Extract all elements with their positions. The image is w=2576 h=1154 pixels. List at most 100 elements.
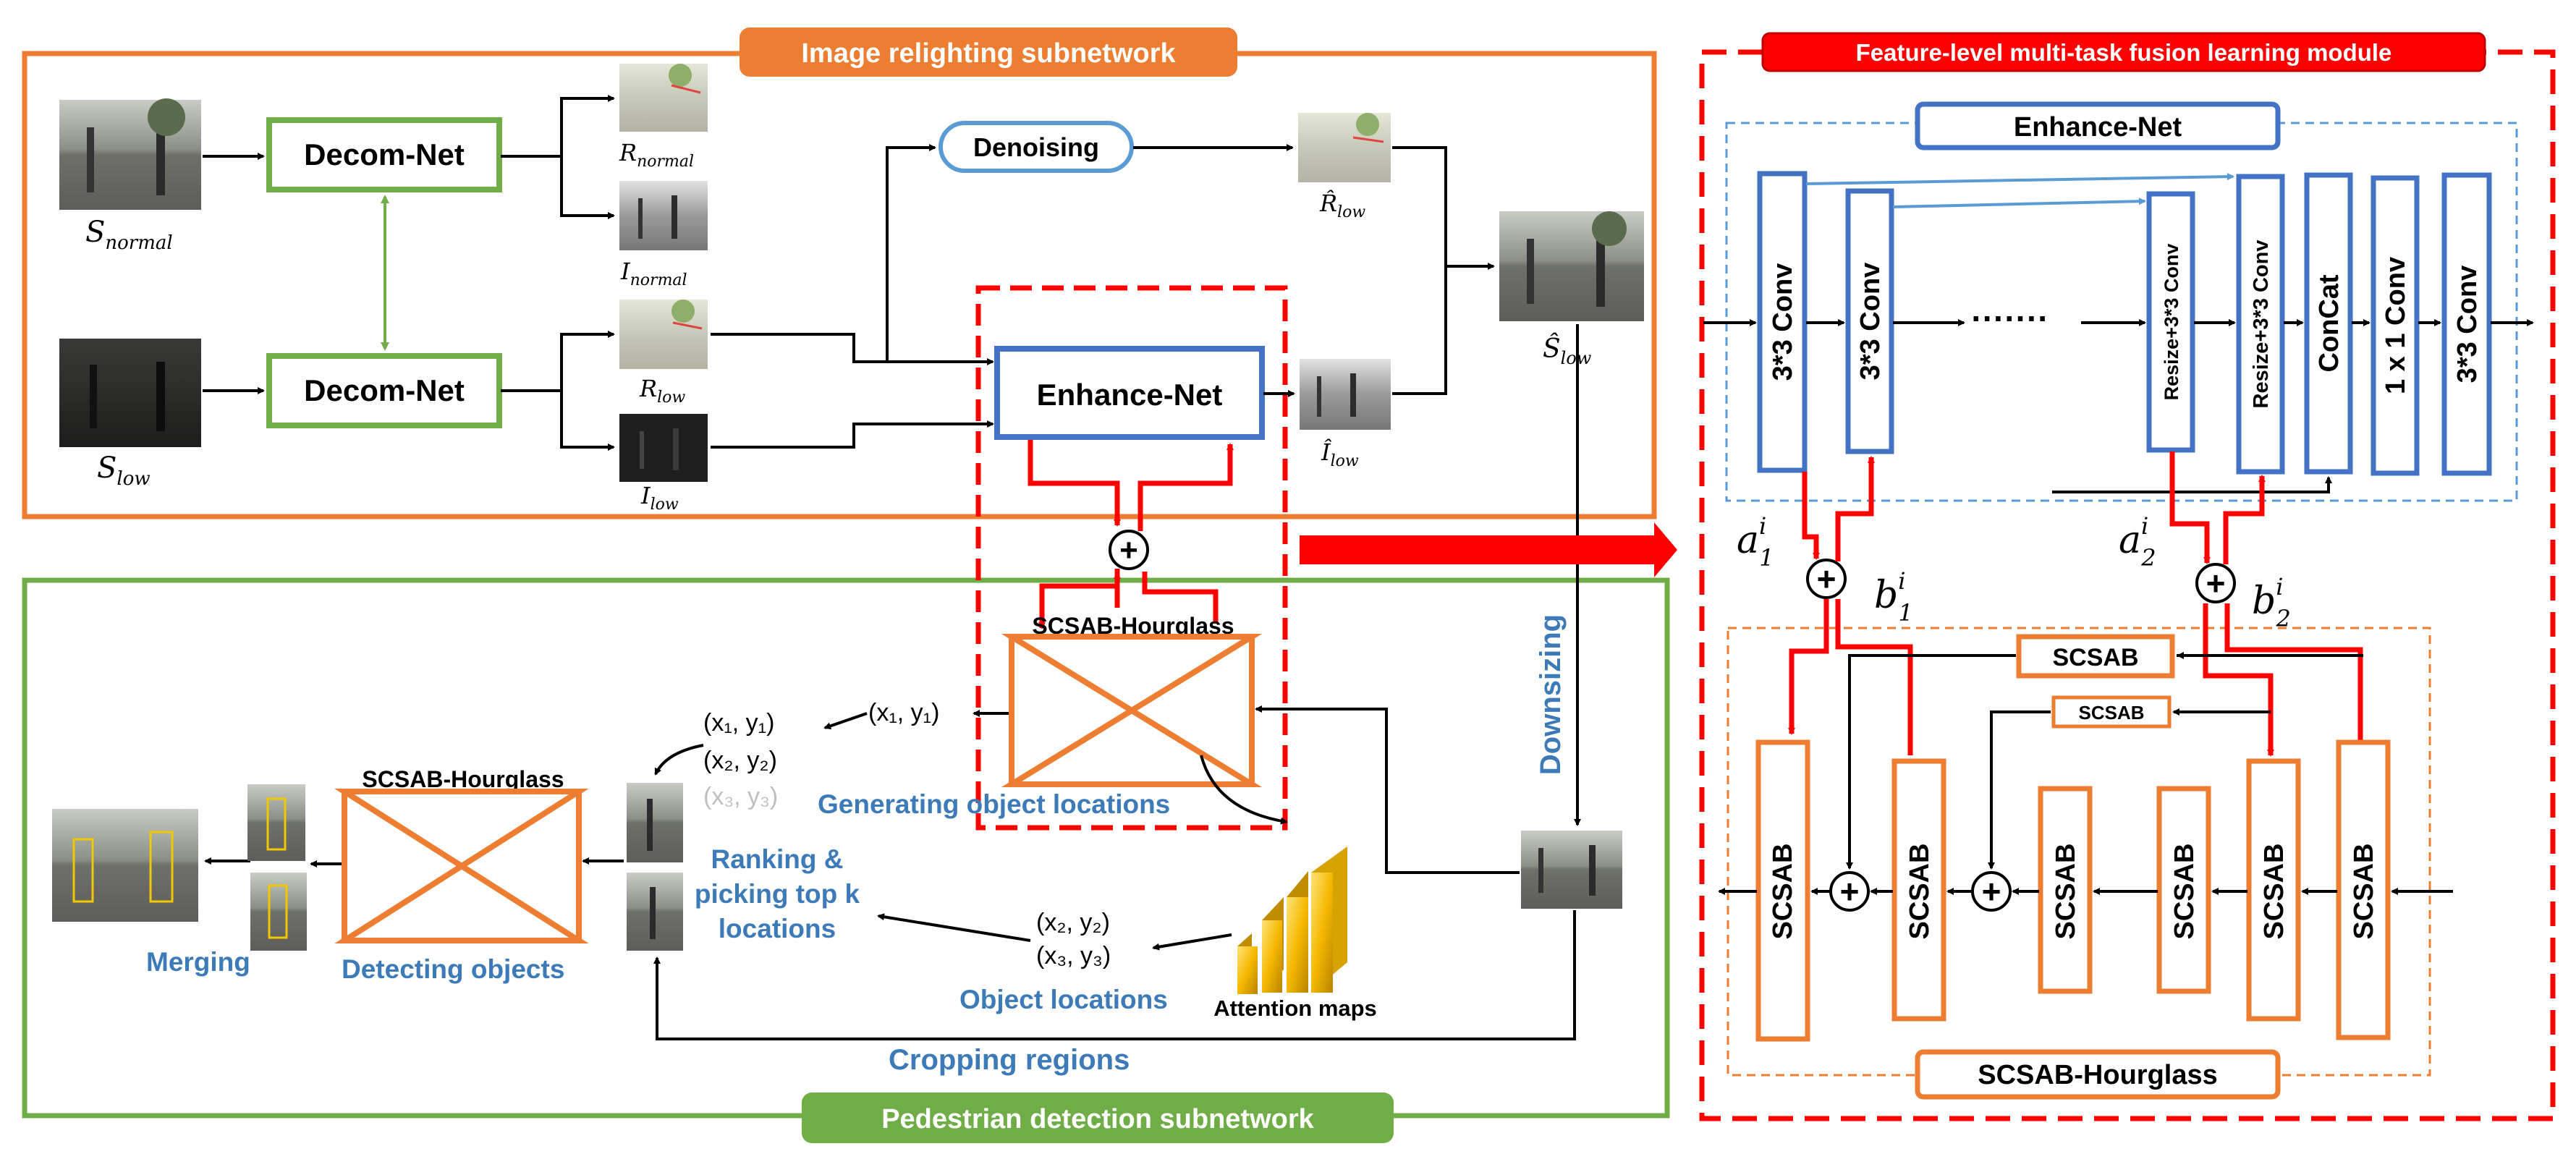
scsab-block-6: SCSAB: [2336, 739, 2391, 1040]
image-detect-2: [250, 873, 307, 951]
decom-net-bottom-box: [266, 353, 502, 428]
svg-text:SCSAB: SCSAB: [1768, 843, 1798, 939]
svg-text:SCSAB: SCSAB: [1905, 843, 1935, 939]
fusion-hourglass-title-box: [1915, 1049, 2281, 1100]
enhance-block-1x1conv: 1 x 1 Conv: [2370, 175, 2420, 476]
attention-maps-icon: [1237, 847, 1347, 994]
hourglass-plus-2: +: [1971, 871, 2012, 912]
hourglass-left-shape: [334, 789, 589, 943]
cropping-regions-label: Cropping regions: [889, 1044, 1130, 1076]
image-merged: [52, 809, 198, 922]
svg-text:Ŝlow: Ŝlow: [1543, 334, 1592, 368]
enhance-skip-arrows: [1805, 173, 2234, 208]
svg-text:Ilow: Ilow: [640, 482, 679, 514]
hourglass-left-title: SCSAB-Hourglass: [362, 766, 564, 792]
enhance-block-4: Resize+3*3 Conv: [2236, 174, 2285, 475]
label-s-low: Slow: [97, 451, 151, 490]
to-fusion-module-arrow: [1300, 522, 1677, 577]
image-i-normal: [619, 181, 708, 250]
fusion-plus-1: +: [1806, 559, 1847, 599]
enhance-block-1: 3*3 Conv: [1757, 171, 1808, 473]
svg-text:+: +: [1982, 873, 2001, 910]
label-s-hat-low: Ŝlow: [1543, 334, 1592, 368]
svg-text:ConCat: ConCat: [2314, 274, 2344, 372]
scsab-block-2: SCSAB: [1891, 758, 1946, 1022]
label-r-low: Rlow: [639, 375, 685, 407]
svg-text:SCSAB: SCSAB: [2349, 843, 2379, 939]
svg-text:SCSAB: SCSAB: [2078, 702, 2144, 724]
enhance-ellipsis: ·······: [1971, 300, 2048, 337]
enhance-block-2: 3*3 Conv: [1845, 188, 1894, 454]
attention-maps-label: Attention maps: [1213, 996, 1377, 1021]
enhance-block-3: Resize+3*3 Conv: [2146, 191, 2195, 453]
denoising-label: Denoising: [973, 132, 1099, 162]
svg-text:ai2: ai2: [2119, 512, 2156, 572]
object-locations-label: Object locations: [959, 985, 1168, 1014]
svg-text:bi2: bi2: [2252, 573, 2291, 632]
coord-single: (x₁, y₁): [868, 699, 939, 726]
downsizing-label: Downsizing: [1535, 614, 1567, 775]
hourglass-plus-1: +: [1829, 871, 1870, 912]
ranking-label-line-2: picking top k: [695, 879, 860, 909]
fusion-plus-circle: [1109, 530, 1149, 570]
label-r-hat-low: R̂low: [1319, 190, 1365, 221]
svg-text:1 x 1 Conv: 1 x 1 Conv: [2381, 257, 2411, 394]
image-s-normal: [59, 98, 201, 210]
generating-locations-label: Generating object locations: [818, 789, 1170, 819]
label-i-low: Ilow: [640, 482, 679, 514]
svg-text:SCSAB: SCSAB: [2259, 843, 2289, 939]
detection-arrows: [204, 705, 1576, 1040]
svg-text:Slow: Slow: [97, 451, 151, 490]
image-downsized: [1521, 831, 1622, 909]
relighting-panel-title: Image relighting subnetwork: [801, 38, 1176, 69]
svg-text:Rnormal: Rnormal: [619, 139, 694, 171]
svg-text:+: +: [1817, 560, 1836, 598]
coord-list-2: (x₃, y₃): [703, 783, 778, 810]
fusion-red-links: [1028, 440, 1234, 629]
svg-text:+: +: [1840, 873, 1860, 910]
enhance-flow-arrows: [1703, 319, 2534, 493]
fusion-panel-title-box: [1761, 32, 2486, 72]
coord-pair-1: (x₃, y₃): [1036, 942, 1111, 970]
enhance-net-label: Enhance-Net: [1037, 378, 1223, 412]
scsab-block-1: SCSAB: [1755, 739, 1810, 1042]
fusion-plus-2: +: [2195, 563, 2236, 603]
pedestrian-panel-title-box: [802, 1093, 1394, 1143]
svg-text:ai1: ai1: [1737, 512, 1774, 572]
fusion-enhance-title: Enhance-Net: [2014, 112, 2182, 143]
fusion-panel-title: Feature-level multi-task fusion learning…: [1856, 39, 2392, 66]
svg-text:R̂low: R̂low: [1319, 190, 1365, 221]
coord-list-0: (x₁, y₁): [703, 709, 774, 737]
image-crop-2: [627, 873, 683, 951]
svg-text:Inormal: Inormal: [620, 258, 687, 289]
detecting-objects-label: Detecting objects: [342, 954, 564, 984]
svg-text:Snormal: Snormal: [85, 216, 173, 254]
relighting-arrows: [203, 95, 1581, 826]
label-s-normal: Snormal: [85, 216, 173, 254]
fusion-hourglass-title: SCSAB-Hourglass: [1978, 1060, 2218, 1090]
label-r-normal: Rnormal: [619, 139, 694, 171]
scsab-skip-large: SCSAB: [2016, 634, 2175, 679]
enhance-net-box: [994, 346, 1265, 440]
svg-text:SCSAB: SCSAB: [2052, 644, 2138, 671]
scsab-skip-small: SCSAB: [2051, 695, 2172, 729]
enhance-block-last-conv: 3*3 Conv: [2441, 172, 2492, 476]
hourglass-flow-arrows: [1718, 652, 2453, 895]
scsab-block-5: SCSAB: [2246, 758, 2301, 1022]
coord-list-1: (x₂, y₂): [703, 747, 777, 774]
svg-text:SCSAB: SCSAB: [2169, 843, 2200, 939]
image-i-low: [619, 414, 708, 482]
svg-text:3*3 Conv: 3*3 Conv: [1855, 263, 1886, 381]
hourglass-center-shape: [1001, 634, 1263, 787]
image-s-low: [59, 339, 201, 447]
fusion-panel-frame: [1699, 49, 2556, 1121]
fusion-enhance-title-box: [1915, 101, 2281, 150]
decom-net-bottom-label: Decom-Net: [304, 373, 465, 407]
enhance-block-concat: ConCat: [2304, 172, 2353, 475]
relighting-panel-title-box: [740, 27, 1237, 77]
image-crop-1: [627, 783, 683, 862]
